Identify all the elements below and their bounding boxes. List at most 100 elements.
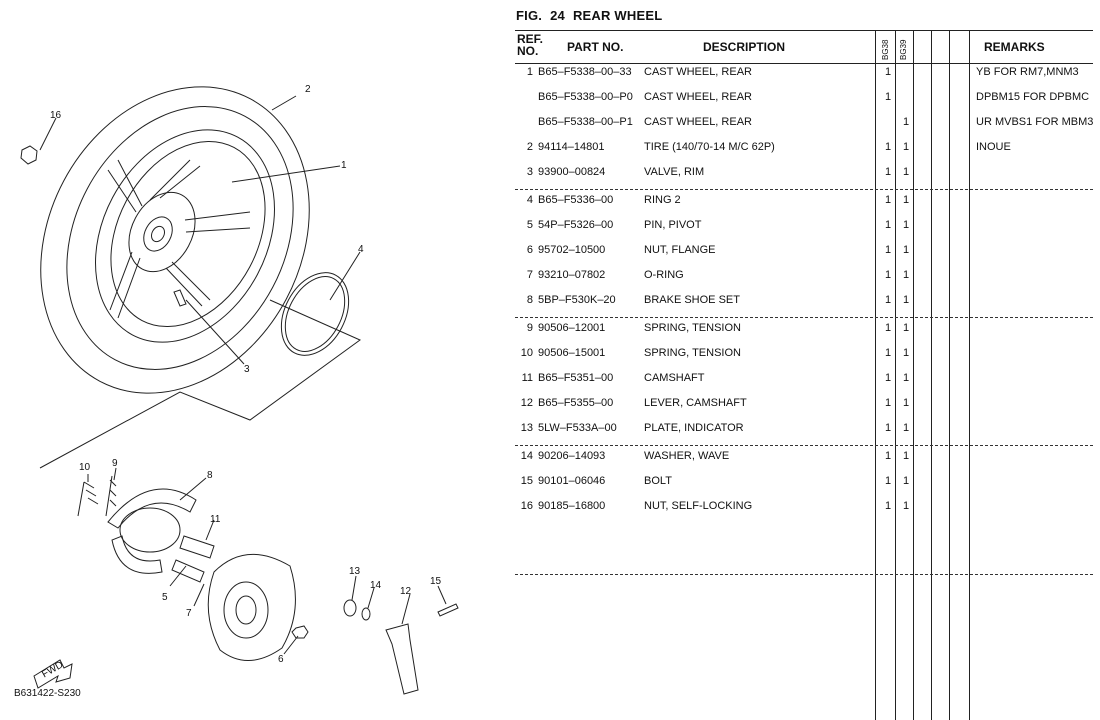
ref-cell: 12 xyxy=(520,397,533,409)
callout-labels: 16 2 1 4 3 8 10 9 11 5 7 6 13 14 12 15 F… xyxy=(14,84,442,699)
bolt-part15 xyxy=(437,603,459,617)
column-divider xyxy=(931,30,932,720)
description-cell: VALVE, RIM xyxy=(644,166,705,178)
ref-cell: 9 xyxy=(526,322,533,334)
quantity-bg38-cell: 1 xyxy=(885,475,892,487)
column-divider xyxy=(913,30,914,720)
ref-cell: 11 xyxy=(521,372,533,384)
remarks-cell: DPBM15 FOR DPBMC xyxy=(976,91,1090,103)
callout-5: 5 xyxy=(162,592,168,603)
ref-cell: 3 xyxy=(526,166,533,178)
quantity-bg38-cell: 1 xyxy=(885,397,892,409)
description-cell: CAST WHEEL, REAR xyxy=(644,66,752,78)
part-number-cell: B65–F5338–00–33 xyxy=(538,66,632,78)
quantity-bg39-cell: 1 xyxy=(903,244,910,256)
ref-cell: 5 xyxy=(526,219,533,231)
quantity-bg38-cell: 1 xyxy=(885,66,892,78)
spring-part9 xyxy=(105,475,117,517)
ref-cell: 8 xyxy=(526,294,533,306)
quantity-bg38-cell: 1 xyxy=(885,450,892,462)
description-cell: CAST WHEEL, REAR xyxy=(644,91,752,103)
header-remarks: REMARKS xyxy=(984,40,1045,54)
remarks-cell: UR MVBS1 FOR MBM3 xyxy=(976,116,1094,128)
description-cell: LEVER, CAMSHAFT xyxy=(644,397,747,409)
callout-16: 16 xyxy=(50,110,62,121)
callout-15: 15 xyxy=(430,576,442,587)
callout-3: 3 xyxy=(244,364,250,375)
pivot-pin xyxy=(171,559,205,583)
description-cell: BRAKE SHOE SET xyxy=(644,294,740,306)
brake-shoe-set xyxy=(107,488,197,529)
header-ref-line1: REF. xyxy=(517,32,544,46)
lever-camshaft xyxy=(385,623,419,695)
column-divider xyxy=(875,30,876,720)
spring-part10 xyxy=(77,481,99,517)
rim-valve xyxy=(173,289,187,307)
quantity-bg39-cell: 1 xyxy=(903,450,910,462)
quantity-bg39-cell: 1 xyxy=(903,475,910,487)
part-number-cell: 54P–F5326–00 xyxy=(538,219,614,231)
description-cell: CAST WHEEL, REAR xyxy=(644,116,752,128)
header-ref-line2: NO. xyxy=(517,44,539,58)
ref-cell: 4 xyxy=(526,194,533,206)
o-ring-part4 xyxy=(280,272,350,356)
ref-cell: 6 xyxy=(526,244,533,256)
description-cell: SPRING, TENSION xyxy=(644,347,741,359)
table-top-rule xyxy=(515,30,1093,31)
remarks-cell: INOUE xyxy=(976,141,1011,153)
column-divider xyxy=(949,30,950,720)
quantity-bg38-cell: 1 xyxy=(885,219,892,231)
part-number-cell: 5BP–F530K–20 xyxy=(538,294,616,306)
part-number-cell: 90206–14093 xyxy=(538,450,606,462)
ref-cell: 10 xyxy=(520,347,533,359)
part-number-cell: 93210–07802 xyxy=(538,269,606,281)
part-number-cell: 90101–06046 xyxy=(538,475,606,487)
description-cell: SPRING, TENSION xyxy=(644,322,741,334)
callout-1: 1 xyxy=(341,160,347,171)
callout-14: 14 xyxy=(370,580,382,591)
part-number-cell: 90506–12001 xyxy=(538,322,606,334)
section-divider xyxy=(515,189,1093,190)
callout-11: 11 xyxy=(210,514,221,525)
part-number-cell: B65–F5336–00 xyxy=(538,194,614,206)
callout-12: 12 xyxy=(400,586,412,597)
header-model-1: BG38 xyxy=(881,39,890,60)
wheel-hub xyxy=(128,191,196,273)
column-divider xyxy=(895,30,896,720)
quantity-bg39-cell: 1 xyxy=(903,500,910,512)
figure-label: FIG. xyxy=(516,8,543,23)
description-cell: PLATE, INDICATOR xyxy=(644,422,744,434)
section-divider xyxy=(515,317,1093,318)
description-cell: NUT, FLANGE xyxy=(644,244,716,256)
part-number-cell: B65–F5338–00–P0 xyxy=(538,91,633,103)
part-number-cell: B65–F5338–00–P1 xyxy=(538,116,633,128)
part-number-cell: B65–F5351–00 xyxy=(538,372,614,384)
nut-part16 xyxy=(20,145,38,165)
exploded-diagram: 16 2 1 4 3 8 10 9 11 5 7 6 13 14 12 15 F… xyxy=(14,84,459,699)
drawing-code: B631422-S230 xyxy=(14,688,81,699)
description-cell: TIRE (140/70-14 M/C 62P) xyxy=(644,141,775,153)
description-cell: NUT, SELF-LOCKING xyxy=(644,500,753,512)
quantity-bg38-cell: 1 xyxy=(885,244,892,256)
callout-6: 6 xyxy=(278,654,284,665)
cast-wheel xyxy=(95,129,275,343)
quantity-bg38-cell: 1 xyxy=(885,500,892,512)
quantity-bg38-cell: 1 xyxy=(885,91,892,103)
description-cell: WASHER, WAVE xyxy=(644,450,730,462)
quantity-bg39-cell: 1 xyxy=(903,141,910,153)
part-number-cell: 5LW–F533A–00 xyxy=(538,422,617,434)
table-header-rule xyxy=(515,63,1093,64)
